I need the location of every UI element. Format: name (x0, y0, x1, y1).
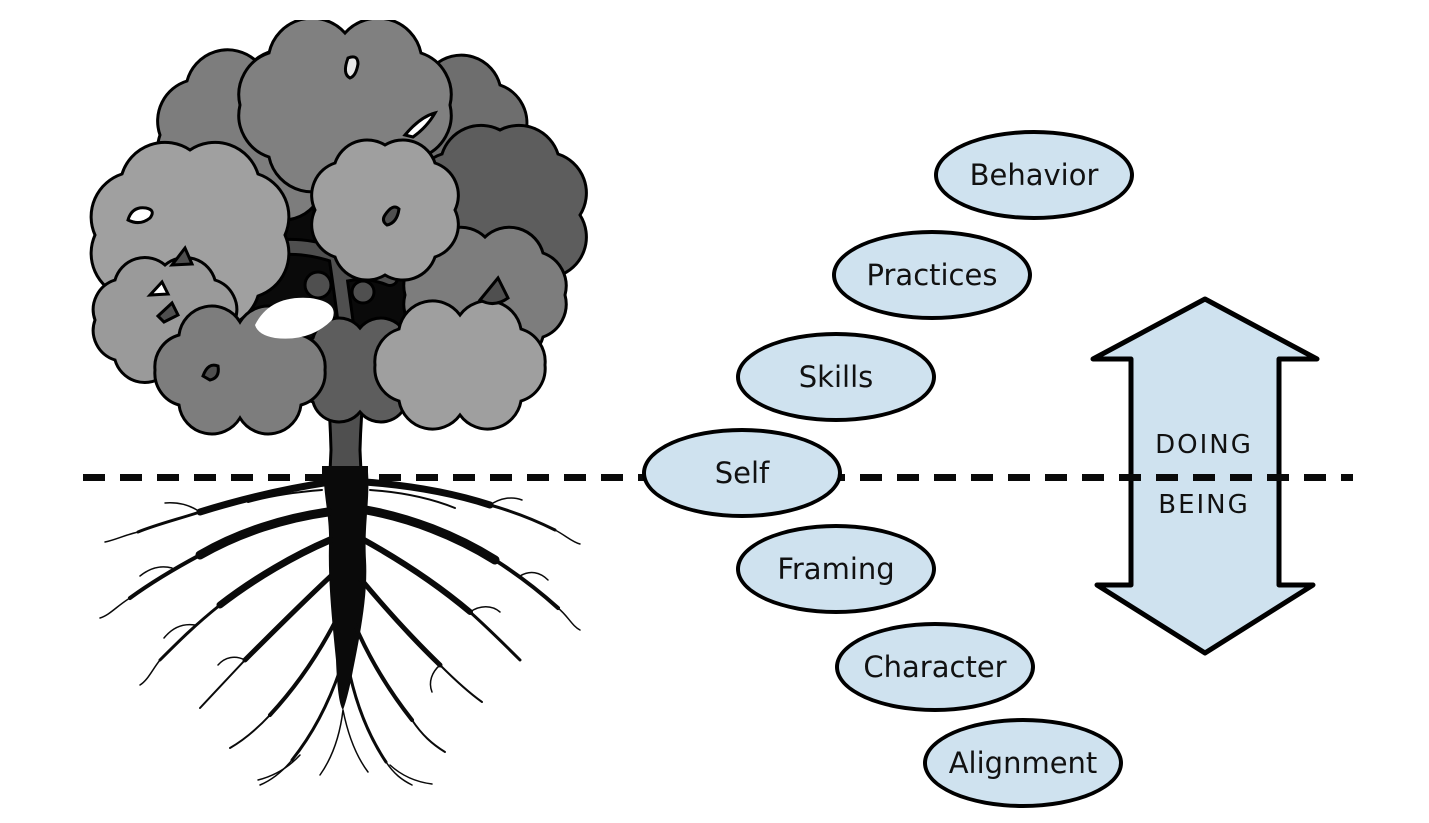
oval-self-label: Self (714, 456, 770, 490)
oval-character: Character (835, 622, 1035, 712)
oval-self: Self (642, 428, 842, 518)
tree-roots-icon (99, 466, 581, 786)
oval-framing: Framing (736, 524, 936, 614)
oval-behavior-label: Behavior (969, 158, 1099, 192)
oval-behavior: Behavior (934, 130, 1134, 220)
oval-practices-label: Practices (866, 258, 998, 292)
being-label: BEING (1158, 490, 1250, 520)
tree-icon (89, 20, 588, 786)
oval-alignment-label: Alignment (948, 746, 1098, 780)
oval-practices: Practices (832, 230, 1032, 320)
tree-canopy-icon (89, 20, 588, 436)
oval-skills: Skills (736, 332, 936, 422)
oval-skills-label: Skills (798, 360, 874, 394)
oval-framing-label: Framing (777, 552, 895, 586)
doing-label: DOING (1155, 430, 1253, 460)
oval-character-label: Character (863, 650, 1007, 684)
oval-alignment: Alignment (923, 718, 1123, 808)
